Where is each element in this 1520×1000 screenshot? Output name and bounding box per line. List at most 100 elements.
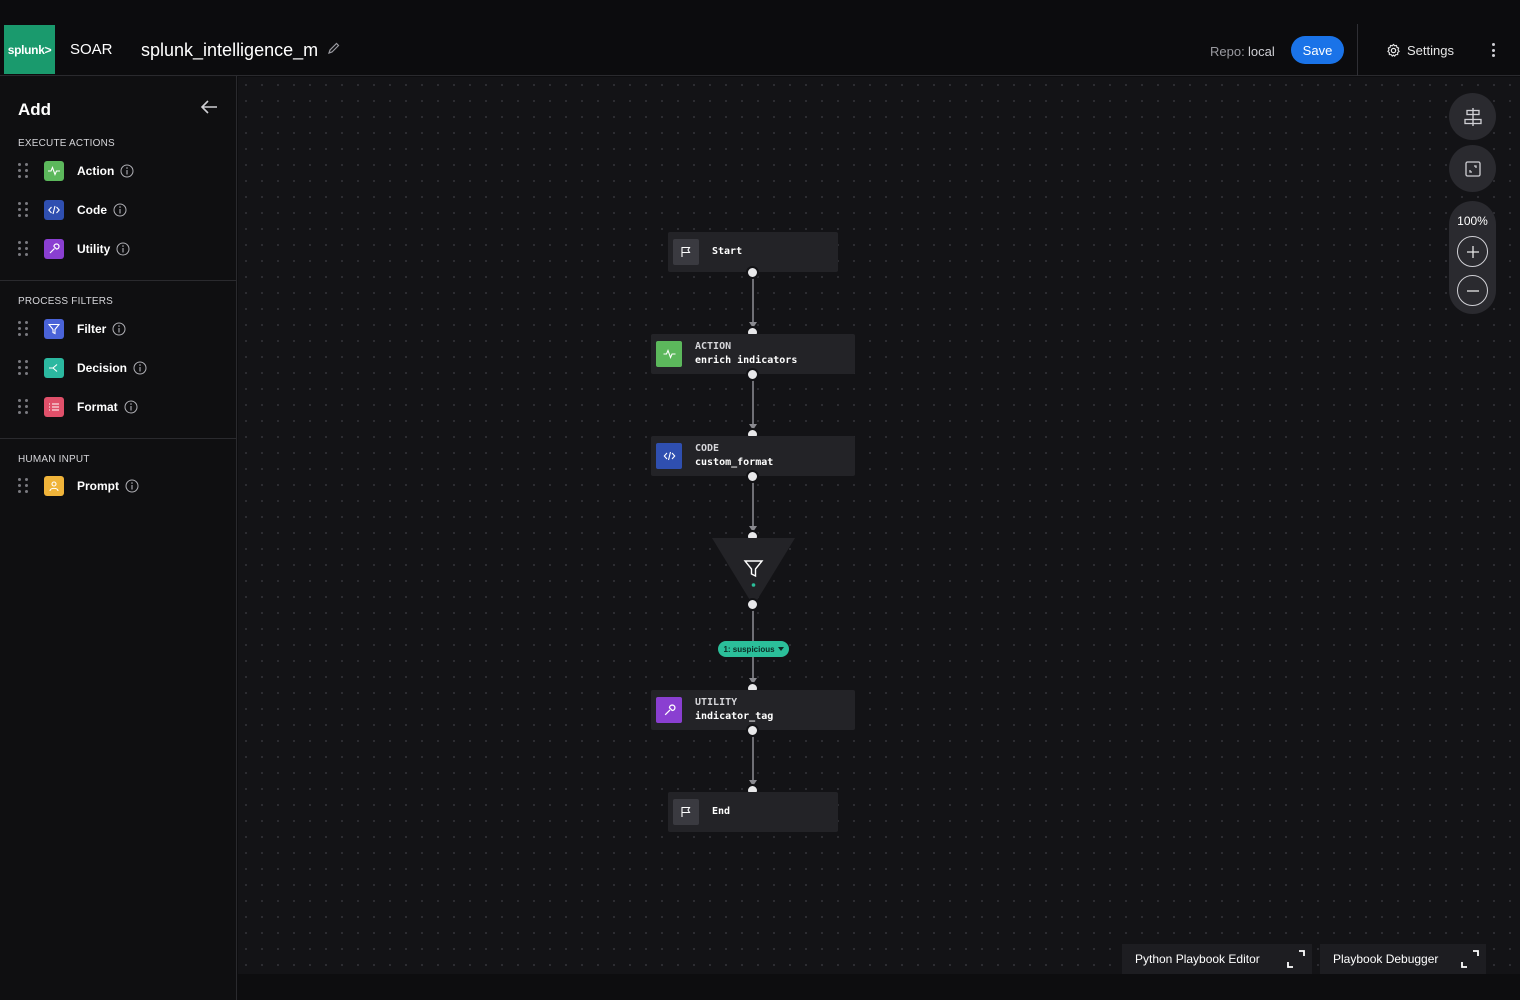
decision-icon — [44, 358, 64, 378]
settings-label: Settings — [1407, 42, 1454, 58]
connector-line — [752, 736, 754, 786]
connector-line — [752, 482, 754, 532]
connector-arrow — [749, 322, 757, 328]
filter-icon — [743, 560, 764, 578]
gear-icon — [1387, 43, 1400, 57]
info-icon[interactable] — [116, 242, 130, 256]
drag-handle-icon[interactable] — [18, 360, 30, 376]
fit-view-icon — [1464, 160, 1481, 177]
connector-arrow — [749, 780, 757, 786]
zoom-in-button[interactable] — [1457, 236, 1488, 267]
output-port[interactable] — [746, 470, 759, 483]
sidebar-item-label: Format — [77, 400, 118, 414]
plus-icon — [1466, 245, 1479, 258]
drag-handle-icon[interactable] — [18, 399, 30, 415]
python-playbook-editor-tab[interactable]: Python Playbook Editor — [1122, 944, 1312, 974]
flag-icon — [673, 799, 699, 825]
caret-down-icon — [777, 647, 784, 651]
start-node[interactable]: Start — [668, 232, 838, 272]
output-port[interactable] — [746, 598, 759, 611]
splunk-logo[interactable]: splunk> — [4, 25, 55, 74]
drag-handle-icon[interactable] — [18, 478, 30, 494]
auto-layout-button[interactable] — [1449, 93, 1496, 140]
flag-icon — [673, 239, 699, 265]
activity-icon — [656, 341, 682, 367]
add-panel: Add EXECUTE ACTIONS Action Code Utility … — [0, 76, 237, 1000]
zoom-out-button[interactable] — [1457, 275, 1488, 306]
sidebar-item-label: Code — [77, 203, 107, 217]
output-port[interactable] — [746, 724, 759, 737]
status-strip — [238, 974, 1520, 1000]
wrench-icon — [656, 697, 682, 723]
filter-node[interactable] — [711, 537, 796, 607]
drag-handle-icon[interactable] — [18, 241, 30, 257]
sidebar-item-decision[interactable]: Decision — [18, 357, 218, 379]
panel-tab-label: Playbook Debugger — [1333, 952, 1439, 966]
code-icon — [44, 200, 64, 220]
node-name: indicator_tag — [695, 711, 774, 722]
save-button[interactable]: Save — [1291, 36, 1344, 64]
drag-handle-icon[interactable] — [18, 321, 30, 337]
sidebar-item-format[interactable]: Format — [18, 396, 218, 418]
fit-to-screen-button[interactable] — [1449, 145, 1496, 192]
section-divider — [0, 438, 237, 439]
expand-icon[interactable] — [1460, 949, 1480, 969]
connector-arrow — [749, 678, 757, 684]
section-divider — [0, 280, 237, 281]
activity-icon — [44, 161, 64, 181]
panel-tab-label: Python Playbook Editor — [1135, 952, 1260, 966]
connector-arrow — [749, 424, 757, 430]
repo-label: Repo: — [1210, 44, 1245, 59]
sidebar-item-prompt[interactable]: Prompt — [18, 475, 218, 497]
output-port[interactable] — [746, 266, 759, 279]
condition-badge[interactable]: 1: suspicious — [718, 641, 789, 657]
sidebar-item-filter[interactable]: Filter — [18, 318, 218, 340]
info-icon[interactable] — [125, 479, 139, 493]
utility-node[interactable]: UTILITY indicator_tag — [651, 690, 855, 730]
expand-icon[interactable] — [1286, 949, 1306, 969]
sidebar-item-code[interactable]: Code — [18, 199, 218, 221]
code-node[interactable]: CODE custom_format — [651, 436, 855, 476]
zoom-control: 100% — [1449, 201, 1496, 314]
sidebar-item-label: Decision — [77, 361, 128, 375]
settings-button[interactable]: Settings — [1386, 41, 1454, 59]
sidebar-item-action[interactable]: Action — [18, 160, 218, 182]
node-name: enrich indicators — [695, 355, 798, 366]
drag-handle-icon[interactable] — [18, 202, 30, 218]
sidebar-item-utility[interactable]: Utility — [18, 238, 218, 260]
arrow-left-icon[interactable] — [199, 98, 219, 116]
wrench-icon — [44, 239, 64, 259]
drag-handle-icon[interactable] — [18, 163, 30, 179]
filter-icon — [44, 319, 64, 339]
info-icon[interactable] — [113, 203, 127, 217]
playbook-debugger-tab[interactable]: Playbook Debugger — [1320, 944, 1486, 974]
person-icon — [44, 476, 64, 496]
info-icon[interactable] — [133, 361, 147, 375]
section-label-execute-actions: EXECUTE ACTIONS — [18, 138, 115, 149]
connector-line — [752, 380, 754, 430]
node-kind: UTILITY — [695, 697, 738, 708]
header-divider — [1357, 24, 1358, 76]
node-label: End — [712, 806, 731, 817]
top-header: splunk> SOAR splunk_intelligence_m Repo:… — [0, 0, 1520, 76]
connector-line — [752, 610, 754, 641]
sidebar-item-label: Action — [77, 164, 115, 178]
pencil-icon[interactable] — [327, 41, 341, 55]
connector-line — [752, 657, 754, 684]
code-icon — [656, 443, 682, 469]
repo-value[interactable]: local — [1248, 44, 1275, 59]
list-icon — [44, 397, 64, 417]
align-icon — [1463, 107, 1482, 126]
info-icon[interactable] — [124, 400, 138, 414]
end-node[interactable]: End — [668, 792, 838, 832]
more-menu-icon[interactable] — [1485, 41, 1501, 59]
connector-line — [752, 278, 754, 328]
node-label: Start — [712, 246, 743, 257]
action-node[interactable]: ACTION enrich indicators — [651, 334, 855, 374]
playbook-title[interactable]: splunk_intelligence_m — [141, 40, 319, 60]
info-icon[interactable] — [120, 164, 134, 178]
output-port[interactable] — [746, 368, 759, 381]
info-icon[interactable] — [112, 322, 126, 336]
playbook-canvas[interactable] — [238, 77, 1520, 974]
node-kind: CODE — [695, 443, 720, 454]
